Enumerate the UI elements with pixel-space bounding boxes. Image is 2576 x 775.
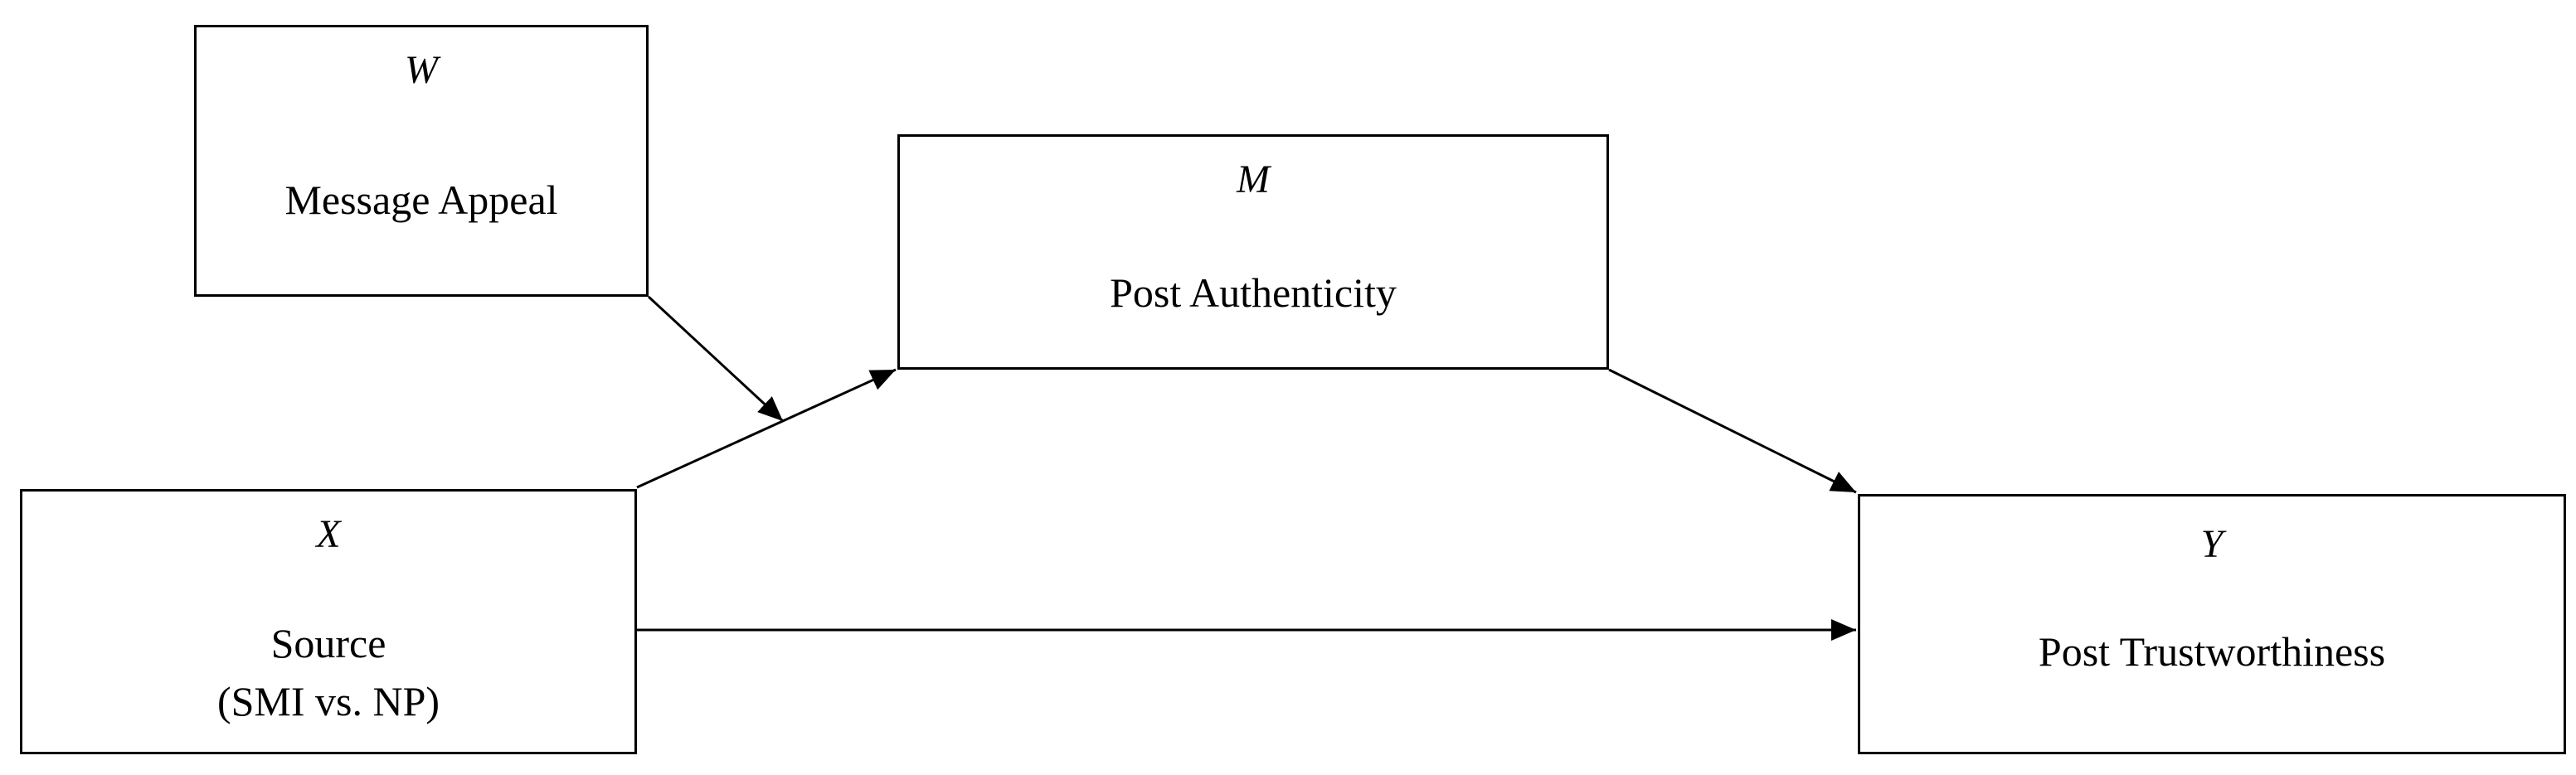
predictor-label-line2: (SMI vs. NP) [216,678,440,724]
outcome-label: Post Trustworthiness [2038,628,2386,675]
mediator-symbol: M [1237,157,1270,201]
predictor-symbol: X [316,512,341,556]
mediator-box-post-authenticity: M Post Authenticity [897,134,1609,370]
arrow-m-to-y [1608,368,1857,494]
arrow-w-to-path [647,295,785,423]
predictor-box-source: X Source (SMI vs. NP) [20,489,637,754]
outcome-box-post-trustworthiness: Y Post Trustworthiness [1858,494,2566,754]
moderator-box-message-appeal: W Message Appeal [194,25,649,297]
mediator-label: Post Authenticity [1110,269,1397,316]
moderator-symbol: W [405,48,438,92]
outcome-symbol: Y [2200,522,2224,566]
moderator-label: Message Appeal [284,177,558,223]
arrow-x-to-m [636,368,897,489]
predictor-label-line1: Source [270,620,386,666]
